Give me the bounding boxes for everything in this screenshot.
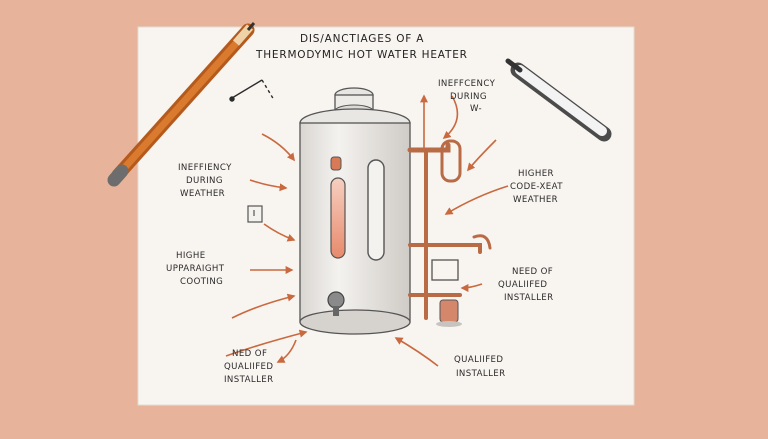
title-line-2: THERMODYMIC HOT WATER HEATER [255, 49, 468, 61]
label-text: DURING [450, 92, 487, 102]
label-left-lower: HIGHE UPPARAIGHT COOTING [166, 251, 225, 287]
label-right-middle: HIGHER CODE-XEAT WEATHER [510, 169, 563, 205]
label-text: NED OF [232, 349, 267, 359]
label-text: QUALIIFED [224, 362, 273, 372]
label-text: WEATHER [180, 189, 225, 199]
angle-doodle [229, 79, 275, 102]
water-heater-tank [299, 87, 411, 335]
label-text: DURING [186, 176, 223, 186]
title-line-1: DIS/ANCTIAGES OF A [300, 33, 424, 45]
label-text: HIGHER [518, 169, 554, 179]
label-text: UPPARAIGHT [166, 264, 225, 274]
label-bottom-left: NED OF QUALIIFED INSTALLER [224, 349, 273, 385]
label-text: INSTALLER [456, 369, 505, 379]
label-text: INEFFCENCY [438, 79, 496, 89]
pencil-icon [107, 22, 256, 187]
label-top-right: INEFFCENCY DURING W- [438, 79, 496, 114]
label-text: W- [470, 104, 482, 114]
label-text: QUALIIFED [498, 280, 547, 290]
label-bottom-right: QUALIIFED INSTALLER [454, 355, 505, 379]
label-text: INSTALLER [224, 375, 273, 385]
outlet-icon [247, 205, 263, 223]
label-text: INSTALLER [504, 293, 553, 303]
label-text: INEFFIENCY [178, 163, 232, 173]
annotation-arrows [225, 94, 509, 367]
label-text: COOTING [180, 277, 223, 287]
label-left-upper: INEFFIENCY DURING WEATHER [178, 163, 232, 199]
label-text: WEATHER [513, 195, 558, 205]
label-text: CODE-XEAT [510, 182, 563, 192]
marker-pen-icon [505, 58, 612, 142]
label-right-lower: NEED OF QUALIIFED INSTALLER [498, 267, 553, 303]
label-text: NEED OF [512, 267, 553, 277]
pipework [407, 139, 492, 327]
label-text: HIGHE [176, 251, 206, 261]
label-text: QUALIIFED [454, 355, 503, 365]
